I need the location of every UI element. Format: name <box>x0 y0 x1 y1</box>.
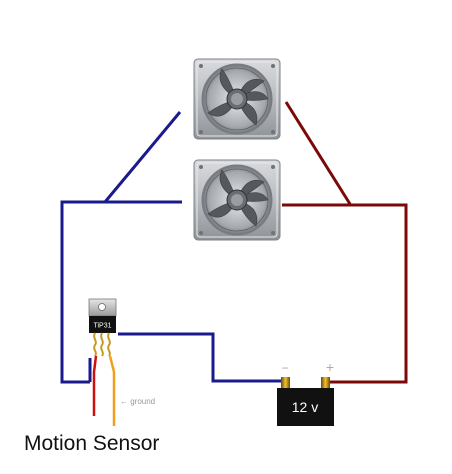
transistor-body <box>89 316 116 333</box>
negative-wire-fan-top <box>103 111 182 203</box>
battery: 12 v − + <box>277 359 334 426</box>
negative-wire-transistor-to-battery <box>118 332 285 383</box>
sensor-signal-wire <box>92 355 98 416</box>
transistor-mounting-hole <box>98 303 106 311</box>
negative-wiring <box>60 111 285 384</box>
battery-label: 12 v <box>292 399 318 415</box>
positive-wiring <box>282 101 408 384</box>
positive-wire-fan-bottom-to-right-rail <box>282 203 408 384</box>
fan-bottom-icon <box>193 159 281 241</box>
fan-top-icon <box>193 58 281 140</box>
transistor: TiP31 <box>88 298 117 357</box>
battery-body <box>277 388 334 426</box>
transistor-legs <box>93 332 111 357</box>
negative-wire-fan-bottom-to-left-rail <box>60 200 182 384</box>
motion-sensor-label: Motion Sensor <box>24 432 159 455</box>
battery-plus-sign: + <box>326 359 334 375</box>
battery-negative-terminal <box>281 377 290 388</box>
ground-label: ← ground <box>120 397 155 406</box>
transistor-label: TiP31 <box>93 323 111 330</box>
sensor-ground-wire <box>108 355 116 426</box>
positive-wire-fan-top <box>284 101 352 205</box>
battery-positive-terminal <box>321 377 330 388</box>
battery-minus-sign: − <box>281 361 288 375</box>
